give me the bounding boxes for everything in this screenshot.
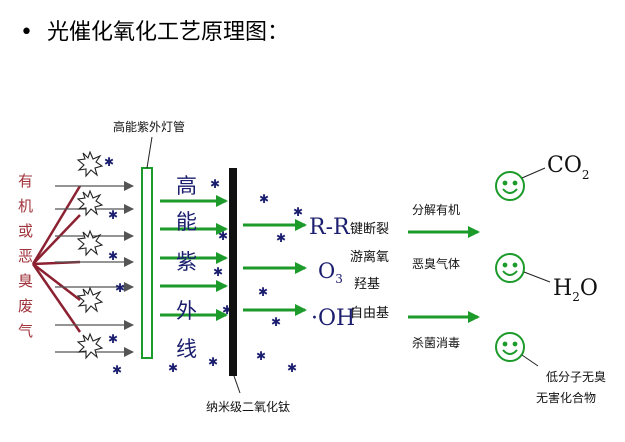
source-char-2: 机 [18, 197, 33, 215]
ozone-label: O3 [318, 259, 343, 286]
smiley-icons [495, 171, 525, 362]
radical-species: R-R O3 ·OH [309, 215, 355, 331]
svg-text:✱: ✱ [276, 231, 286, 245]
pollutant-burst-icon [76, 189, 104, 217]
svg-text:✱: ✱ [208, 355, 218, 369]
pollutant-burst-icon [76, 332, 104, 360]
svg-text:✱: ✱ [213, 265, 223, 279]
mechanism-line-3: 羟基 [354, 277, 380, 292]
title-text: 光催化氧化工艺原理图： [46, 20, 289, 45]
h2o-label: H2O [553, 276, 598, 304]
tio2-catalyst-label: 纳米级二氧化钛 [206, 399, 290, 414]
decompose-line-2: 恶臭气体 [412, 256, 460, 271]
product-connectors [521, 167, 551, 367]
uv-ray-arrows [160, 195, 228, 321]
smiley-icon [495, 332, 525, 362]
svg-text:✱: ✱ [168, 361, 178, 375]
source-fan-lines [31, 185, 82, 333]
svg-text:✱: ✱ [271, 315, 281, 329]
waste-gas-label: 有 机 或 恶 臭 废 气 [18, 172, 33, 340]
tio2-catalyst-plate [229, 168, 237, 376]
radical-arrows [243, 219, 307, 316]
pollutant-burst-icon [76, 150, 104, 178]
svg-text:✱: ✱ [210, 177, 220, 191]
sterilize-label: 杀菌消毒 [412, 335, 460, 350]
harmless-line-1: 低分子无臭 [546, 369, 606, 384]
source-char-1: 有 [18, 172, 33, 190]
decompose-line-1: 分解有机 [412, 203, 460, 217]
uv-lamp-tube [141, 167, 153, 359]
slide-title: • 光催化氧化工艺原理图： [20, 14, 289, 46]
products: CO2 H2O [547, 153, 598, 304]
harmless-compounds-label: 低分子无臭 无害化合物 [536, 369, 606, 405]
lamp-label-leader [146, 136, 153, 169]
uv-char-4: 外 [176, 299, 197, 323]
uv-lamp-label: 高能紫外灯管 [113, 119, 185, 134]
mechanism-line-1: 键断裂 [350, 222, 389, 237]
svg-text:✱: ✱ [115, 281, 125, 295]
molecule-dots: ✱✱ ✱✱ ✱✱ ✱✱ ✱✱ ✱✱ ✱✱ ✱✱ ✱✱ ✱ [104, 155, 303, 377]
svg-text:✱: ✱ [108, 208, 118, 222]
title-bullet: • [20, 20, 33, 45]
svg-text:✱: ✱ [108, 249, 118, 263]
source-char-3: 或 [18, 222, 33, 240]
source-char-5: 臭 [18, 272, 33, 290]
effect-arrows [408, 226, 480, 323]
catalyst-label-leader [233, 375, 241, 394]
pollutant-burst-icon [76, 229, 104, 257]
uv-char-1: 高 [176, 174, 197, 198]
hydroxyl-label: ·OH [311, 306, 355, 331]
pollutant-burst-icons [76, 150, 104, 360]
uv-char-2: 能 [176, 210, 197, 234]
uv-ray-label: 高 能 紫 外 线 [176, 174, 197, 361]
svg-text:✱: ✱ [258, 285, 268, 299]
smiley-icon [495, 253, 525, 283]
harmless-line-2: 无害化合物 [536, 390, 596, 405]
mechanism-line-2: 游离氧 [350, 249, 389, 265]
co2-label: CO2 [547, 153, 590, 182]
rr-bond-label: R-R [309, 215, 351, 240]
gas-inflow-arrows [55, 181, 134, 357]
uv-char-5: 线 [176, 337, 197, 361]
uv-char-3: 紫 [176, 250, 197, 274]
svg-text:✱: ✱ [256, 349, 266, 363]
svg-text:✱: ✱ [259, 192, 269, 206]
svg-text:✱: ✱ [218, 229, 228, 243]
svg-text:✱: ✱ [287, 361, 297, 375]
source-char-4: 恶 [18, 247, 33, 265]
svg-text:✱: ✱ [104, 155, 114, 169]
svg-text:✱: ✱ [108, 332, 118, 346]
source-char-7: 气 [18, 322, 33, 340]
effect-labels: 分解有机 恶臭气体 杀菌消毒 [412, 203, 460, 350]
source-char-6: 废 [18, 297, 33, 315]
mechanism-line-4: 自由基 [350, 306, 389, 321]
svg-text:✱: ✱ [112, 363, 122, 377]
svg-text:✱: ✱ [293, 205, 303, 219]
pollutant-burst-icon [76, 286, 104, 314]
smiley-icon [495, 171, 525, 201]
mechanism-text: 键断裂 游离氧 羟基 自由基 [350, 222, 389, 321]
